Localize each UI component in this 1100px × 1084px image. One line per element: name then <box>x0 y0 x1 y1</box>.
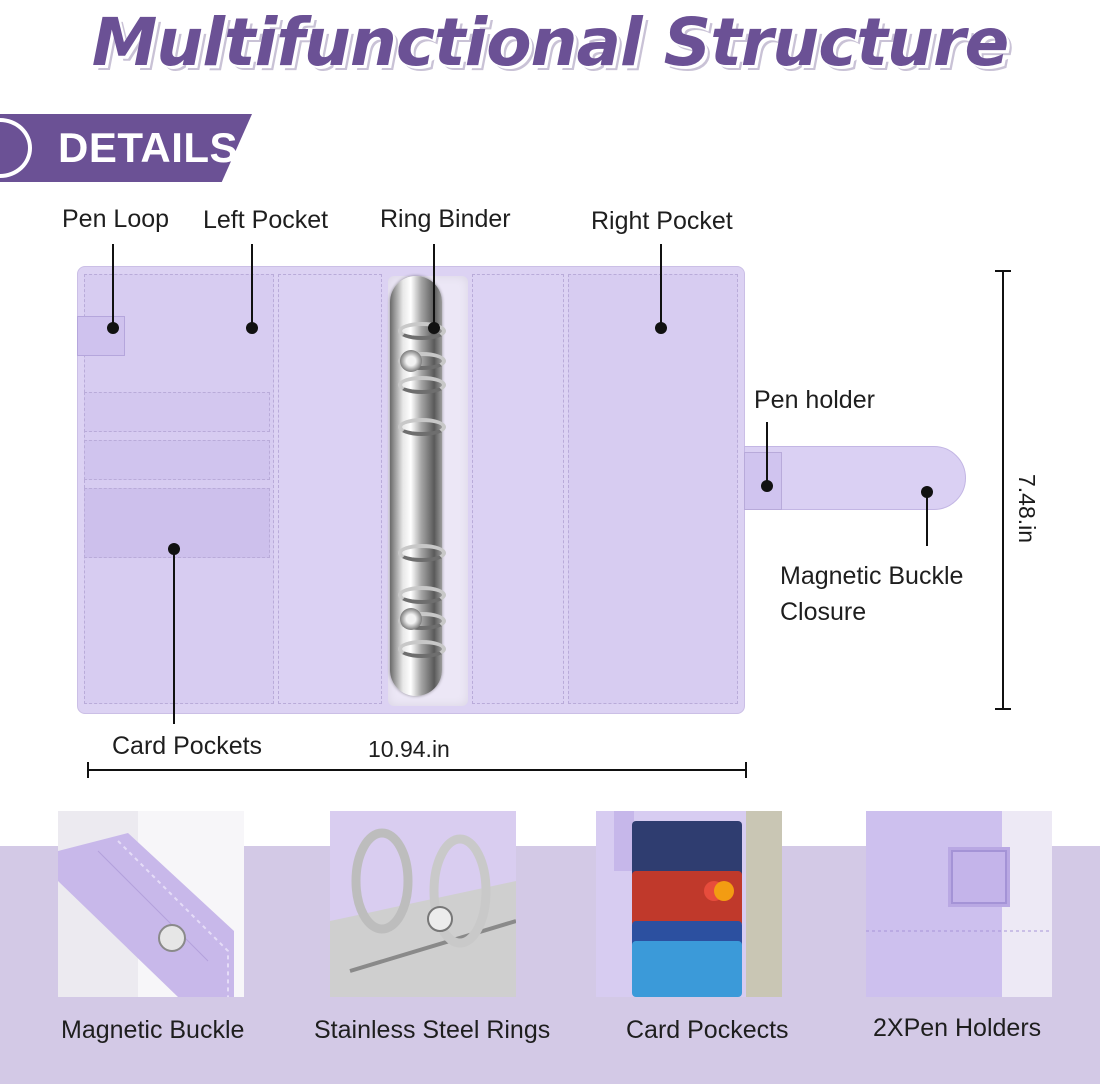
feature-label: Stainless Steel Rings <box>314 1016 551 1044</box>
callout-dot <box>107 322 119 334</box>
width-dimension-label: 10.94.in <box>368 736 450 762</box>
inner-right-panel <box>472 274 564 704</box>
card-pockets-thumbnail <box>596 811 782 997</box>
steel-rings-illustration <box>330 811 516 997</box>
left-pocket-panel <box>278 274 382 704</box>
label-pen-holder: Pen holder <box>754 386 875 414</box>
callout-dot <box>921 486 933 498</box>
label-magnetic-buckle-closure: Magnetic Buckle Closure <box>780 562 964 626</box>
dimension-tick <box>87 762 89 778</box>
label-pen-loop: Pen Loop <box>62 205 170 233</box>
right-pocket-panel <box>568 274 738 704</box>
feature-label: Magnetic Buckle <box>61 1016 245 1044</box>
leader-line <box>660 244 662 326</box>
rivet <box>400 350 422 372</box>
leader-line <box>766 422 768 486</box>
ring <box>398 544 446 562</box>
callout-dot <box>428 322 440 334</box>
height-dimension-line <box>1002 270 1004 710</box>
label-left-pocket: Left Pocket <box>203 206 329 234</box>
label-right-pocket: Right Pocket <box>591 207 733 235</box>
steel-rings-thumbnail <box>330 811 516 997</box>
callout-dot <box>168 543 180 555</box>
height-dimension-label: 7.48.in <box>1014 474 1040 544</box>
card-pockets-illustration <box>596 811 782 997</box>
leader-line <box>251 244 253 326</box>
dimension-tick <box>745 762 747 778</box>
pen-holders-illustration <box>866 811 1052 997</box>
label-ring-binder: Ring Binder <box>380 205 511 233</box>
card-slot <box>84 392 270 432</box>
ring <box>398 322 446 340</box>
leader-line <box>926 492 928 546</box>
details-banner <box>0 114 252 182</box>
magnetic-buckle-illustration <box>58 811 244 997</box>
dimension-tick <box>995 270 1011 272</box>
callout-dot <box>761 480 773 492</box>
width-dimension-line <box>87 769 747 771</box>
ring <box>398 586 446 604</box>
label-card-pockets: Card Pockets <box>112 732 263 760</box>
leader-line <box>112 244 114 326</box>
ring <box>398 376 446 394</box>
card-slot <box>84 440 270 480</box>
magnetic-buckle-thumbnail <box>58 811 244 997</box>
callout-dot <box>655 322 667 334</box>
dimension-tick <box>995 708 1011 710</box>
ring <box>398 640 446 658</box>
rivet <box>400 608 422 630</box>
pen-holders-thumbnail <box>866 811 1052 997</box>
details-banner-text: DETAILS <box>58 124 239 171</box>
feature-label: 2XPen Holders <box>873 1014 1042 1042</box>
feature-label: Card Pockects <box>626 1016 789 1044</box>
ring <box>398 418 446 436</box>
callout-dot <box>246 322 258 334</box>
pen-loop <box>77 316 125 356</box>
leader-line <box>173 548 175 724</box>
page-title: Multifunctional Structure <box>91 4 1010 81</box>
leader-line <box>433 244 435 326</box>
